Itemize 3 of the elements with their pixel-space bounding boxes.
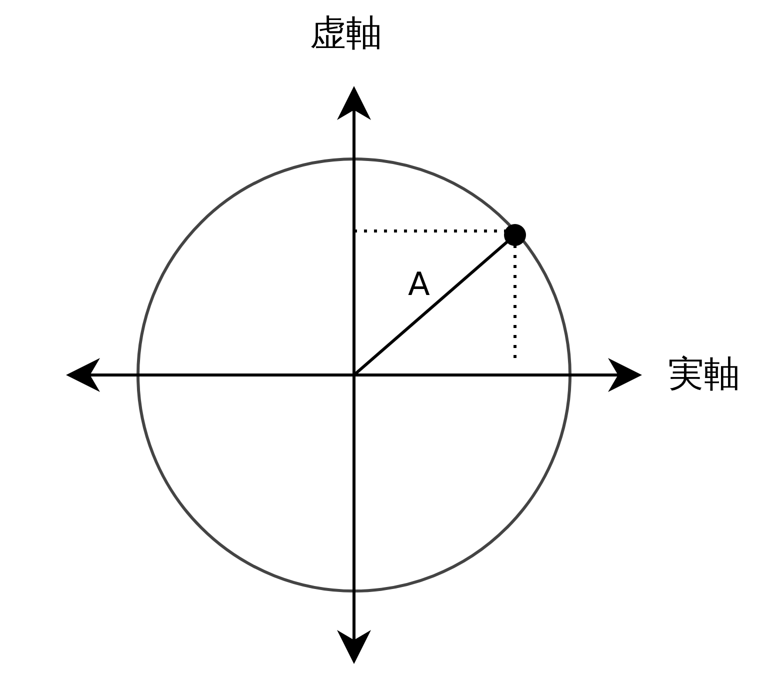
- vector-label: A: [408, 268, 430, 300]
- axis-label: 虚軸: [310, 16, 382, 52]
- axis-label: 実軸: [668, 357, 740, 393]
